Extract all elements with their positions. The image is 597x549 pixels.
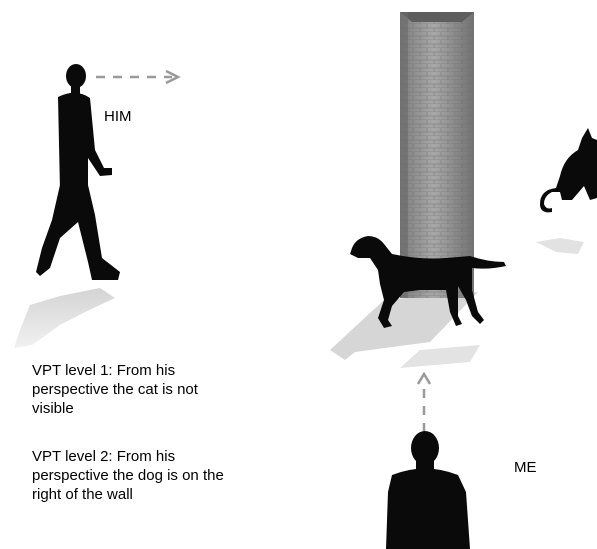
floor-shadow-extension <box>400 345 480 368</box>
him-label: HIM <box>104 107 132 126</box>
man-from-behind-icon <box>386 431 470 549</box>
walking-man-icon <box>36 64 120 280</box>
cat-icon <box>540 128 597 212</box>
him-shadow <box>14 288 115 348</box>
vpt-level-2-text: VPT level 2: From his perspective the do… <box>32 447 282 504</box>
him-gaze-arrow <box>96 71 178 83</box>
brick-wall-icon <box>400 12 474 298</box>
vpt-level-2-line: right of the wall <box>32 485 282 504</box>
vpt-level-1-line: VPT level 1: From his <box>32 361 282 380</box>
me-gaze-arrow <box>418 374 430 432</box>
vpt-level-2-line: perspective the dog is on the <box>32 466 282 485</box>
vpt-level-1-line: perspective the cat is not <box>32 380 282 399</box>
cat-shadow <box>536 238 584 254</box>
vpt-level-1-line: visible <box>32 399 282 418</box>
me-label: ME <box>514 458 537 477</box>
vpt-level-2-line: VPT level 2: From his <box>32 447 282 466</box>
vpt-level-1-text: VPT level 1: From his perspective the ca… <box>32 361 282 418</box>
